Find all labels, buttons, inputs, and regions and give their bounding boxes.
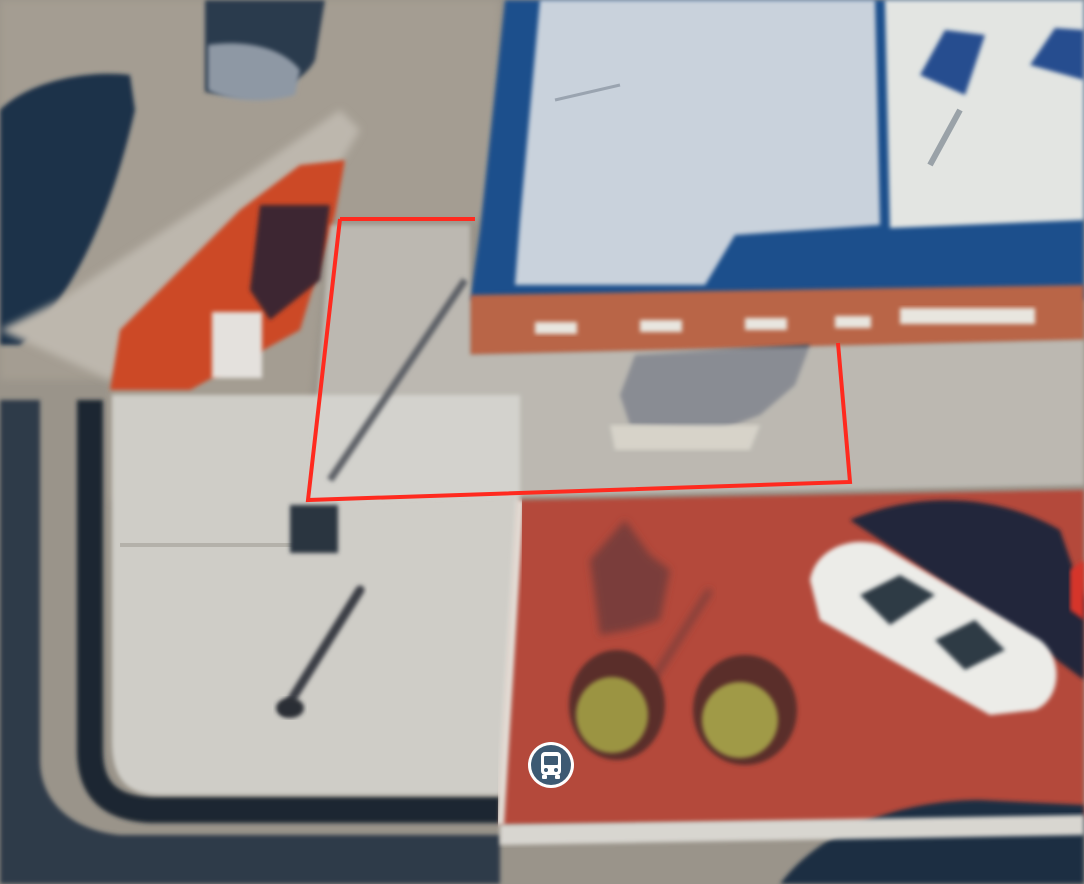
diagonal-walkway — [0, 110, 360, 380]
tree-shadow — [590, 520, 670, 635]
bus-icon — [528, 742, 574, 788]
transit-stop-marker[interactable] — [527, 741, 575, 789]
selected-area-outline[interactable] — [305, 217, 853, 503]
building-roof — [515, 0, 880, 285]
parked-car-white — [810, 541, 1057, 715]
asphalt-road — [0, 400, 500, 884]
facade-windows — [535, 308, 1035, 334]
utility-box — [212, 312, 262, 378]
parked-car-dark-left — [0, 73, 135, 346]
building-sidewalk — [310, 225, 1084, 500]
curb-line — [77, 400, 500, 823]
lamp-post-shadow — [280, 585, 365, 715]
